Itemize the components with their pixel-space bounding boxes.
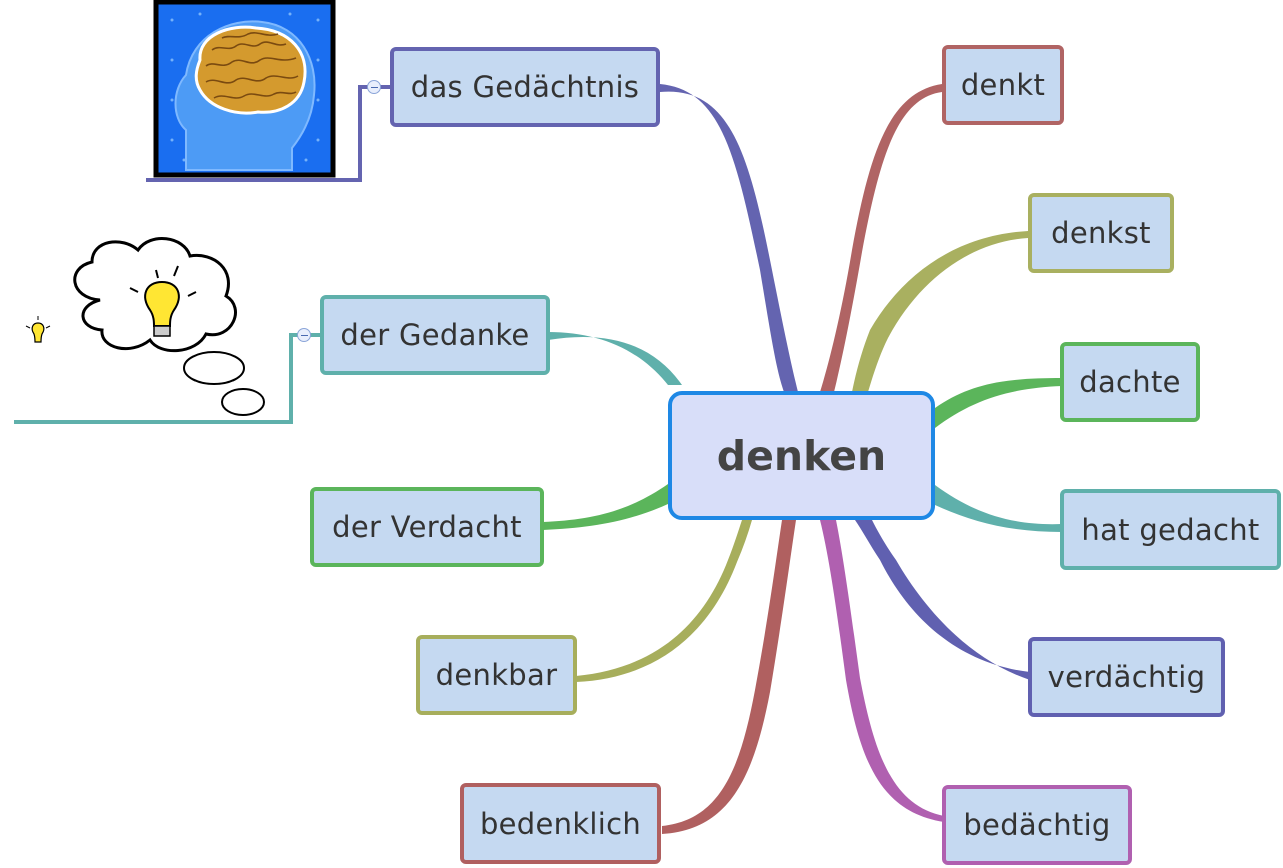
node-das-gedaechtnis[interactable]: das Gedächtnis [390,47,660,127]
node-label: der Gedanke [340,318,530,352]
collapse-button-gedaechtnis[interactable] [367,80,381,94]
node-bedaechtig[interactable]: bedächtig [942,785,1132,865]
branch-connectors [543,84,1062,834]
branch-das-gedaechtnis [660,84,798,392]
branch-der-gedanke [548,332,682,385]
central-topic[interactable]: denken [668,391,935,520]
brain-head-image [153,0,336,178]
node-label: denkbar [435,658,558,692]
branch-der-verdacht [543,484,668,530]
branch-dachte [935,378,1062,428]
node-label: denkst [1051,216,1151,250]
node-dachte[interactable]: dachte [1060,342,1200,422]
branch-bedenklich [662,520,796,834]
node-der-gedanke[interactable]: der Gedanke [320,295,550,375]
node-verdaechtig[interactable]: verdächtig [1028,637,1225,717]
node-label: verdächtig [1047,660,1206,694]
node-hat-gedacht[interactable]: hat gedacht [1060,489,1281,570]
branch-denkbar [576,520,752,682]
node-label: das Gedächtnis [410,70,640,104]
node-label: dachte [1079,365,1181,399]
central-topic-label: denken [716,431,887,480]
branch-hat-gedacht [935,485,1062,532]
node-label: bedenklich [479,806,642,841]
branch-bedaechtig [820,520,944,822]
idea-cloud-image [25,237,265,416]
node-denkst[interactable]: denkst [1028,193,1174,273]
node-denkt[interactable]: denkt [942,45,1064,125]
node-label: denkt [960,68,1046,102]
node-label: hat gedacht [1081,512,1260,547]
branch-verdaechtig [855,520,1030,680]
node-denkbar[interactable]: denkbar [416,635,577,715]
node-label: der Verdacht [332,510,522,544]
branch-denkst [852,231,1028,392]
node-bedenklich[interactable]: bedenklich [460,783,661,864]
branch-denkt [820,84,942,392]
collapse-button-gedanke[interactable] [297,328,311,342]
node-der-verdacht[interactable]: der Verdacht [310,487,544,567]
node-label: bedächtig [963,808,1111,842]
